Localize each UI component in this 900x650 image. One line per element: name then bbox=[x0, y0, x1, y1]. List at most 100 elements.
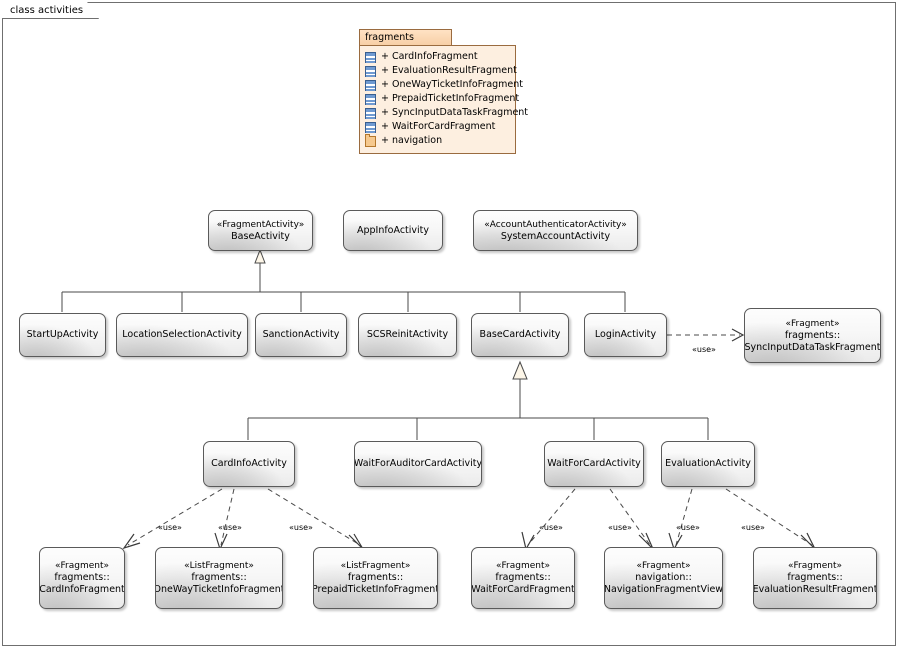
package-fragments[interactable]: fragments + CardInfoFragment + Evaluatio… bbox=[359, 29, 528, 154]
package-member[interactable]: + navigation bbox=[360, 134, 515, 148]
class-scs-reinit-activity[interactable]: SCSReinitActivity bbox=[358, 313, 457, 357]
class-icon bbox=[365, 121, 376, 133]
class-prepaid-ticket-info-fragment[interactable]: «ListFragment» fragments:: PrepaidTicket… bbox=[313, 547, 438, 609]
class-wait-for-card-activity[interactable]: WaitForCardActivity bbox=[544, 441, 644, 487]
class-name: LoginActivity bbox=[594, 329, 657, 340]
class-name: LocationSelectionActivity bbox=[122, 329, 242, 340]
class-namespace: fragments:: bbox=[787, 572, 843, 583]
use-label: «use» bbox=[741, 523, 765, 532]
class-name: EvaluationActivity bbox=[665, 458, 751, 469]
class-stereotype: «ListFragment» bbox=[340, 561, 411, 571]
class-icon bbox=[365, 107, 376, 119]
package-member-label: + PrepaidTicketInfoFragment bbox=[381, 93, 520, 104]
dependency-cardinfoactivity-prepaidticketinfofragment: «use» bbox=[267, 488, 364, 550]
class-one-way-ticket-info-fragment[interactable]: «ListFragment» fragments:: OneWayTicketI… bbox=[155, 547, 283, 609]
use-label: «use» bbox=[218, 523, 242, 532]
package-member[interactable]: + EvaluationResultFragment bbox=[360, 64, 517, 78]
use-label: «use» bbox=[158, 523, 182, 532]
package-member-label: + EvaluationResultFragment bbox=[381, 65, 517, 76]
package-name: fragments bbox=[359, 29, 452, 46]
dependency-cardinfoactivity-cardinfofragment: «use» bbox=[122, 488, 223, 550]
class-name: WaitForCardFragment bbox=[471, 584, 575, 595]
class-sync-input-data-task-fragment[interactable]: «Fragment» fragments:: SyncInputDataTask… bbox=[744, 308, 881, 363]
class-base-activity[interactable]: «FragmentActivity» BaseActivity bbox=[208, 210, 313, 251]
class-namespace: fragments:: bbox=[784, 329, 841, 341]
use-label: «use» bbox=[539, 523, 563, 532]
use-label: «use» bbox=[608, 523, 632, 532]
class-stereotype: «Fragment» bbox=[496, 561, 550, 571]
class-name: CardInfoFragment bbox=[39, 584, 125, 595]
class-name: BaseCardActivity bbox=[479, 329, 561, 340]
class-name: CardInfoActivity bbox=[211, 458, 287, 469]
class-system-account-activity[interactable]: «AccountAuthenticatorActivity» SystemAcc… bbox=[473, 210, 638, 251]
package-members: + CardInfoFragment + EvaluationResultFra… bbox=[359, 45, 528, 154]
class-wait-for-auditor-card-activity[interactable]: WaitForAuditorCardActivity bbox=[354, 441, 482, 487]
class-name: BaseActivity bbox=[231, 230, 290, 242]
class-name: NavigationFragmentView bbox=[604, 584, 723, 595]
class-stereotype: «FragmentActivity» bbox=[216, 219, 305, 230]
class-stereotype: «AccountAuthenticatorActivity» bbox=[484, 219, 627, 230]
dependency-cardinfoactivity-onewayticketinfofragment: «use» bbox=[214, 488, 242, 551]
dependency-waitforcardactivity-waitforcardfragment: «use» bbox=[521, 488, 576, 551]
package-member[interactable]: + OneWayTicketInfoFragment bbox=[360, 78, 523, 92]
dependency-waitforcardactivity-navigationfragmentview: «use» bbox=[608, 488, 654, 550]
class-login-activity[interactable]: LoginActivity bbox=[584, 313, 667, 357]
use-label: «use» bbox=[676, 523, 700, 532]
generalization-baseactivity-tree bbox=[61, 248, 626, 312]
package-member-label: + WaitForCardFragment bbox=[381, 121, 496, 132]
class-icon bbox=[365, 65, 376, 77]
dependency-evaluationactivity-evaluationresultfragment: «use» bbox=[725, 488, 816, 550]
dependency-loginactivity-syncinputdatataskfragment: «use» bbox=[667, 328, 745, 354]
class-stereotype: «Fragment» bbox=[788, 561, 842, 571]
package-member-label: + OneWayTicketInfoFragment bbox=[381, 79, 524, 90]
package-member[interactable]: + SyncInputDataTaskFragment bbox=[360, 106, 528, 120]
class-base-card-activity[interactable]: BaseCardActivity bbox=[471, 313, 569, 357]
class-name: SCSReinitActivity bbox=[366, 329, 449, 340]
package-member-label: + navigation bbox=[381, 135, 443, 146]
class-evaluation-activity[interactable]: EvaluationActivity bbox=[661, 441, 755, 487]
class-name: EvaluationResultFragment bbox=[753, 584, 877, 595]
class-name: StartUpActivity bbox=[26, 329, 99, 340]
class-name: OneWayTicketInfoFragment bbox=[155, 584, 283, 595]
class-name: WaitForCardActivity bbox=[547, 458, 641, 469]
class-namespace: fragments:: bbox=[54, 572, 110, 583]
class-name: PrepaidTicketInfoFragment bbox=[313, 584, 438, 595]
package-icon bbox=[365, 134, 376, 147]
class-sanction-activity[interactable]: SanctionActivity bbox=[255, 313, 347, 357]
class-stereotype: «Fragment» bbox=[785, 318, 840, 329]
class-evaluation-result-fragment[interactable]: «Fragment» fragments:: EvaluationResultF… bbox=[753, 547, 877, 609]
class-stereotype: «Fragment» bbox=[636, 561, 691, 571]
class-startup-activity[interactable]: StartUpActivity bbox=[19, 313, 106, 357]
package-member[interactable]: + WaitForCardFragment bbox=[360, 120, 515, 134]
generalization-basecardactivity-tree bbox=[247, 360, 709, 440]
dependency-evaluationactivity-navigationfragmentview: «use» bbox=[668, 488, 700, 551]
class-app-info-activity[interactable]: AppInfoActivity bbox=[343, 210, 443, 251]
class-card-info-activity[interactable]: CardInfoActivity bbox=[203, 441, 295, 487]
class-namespace: fragments:: bbox=[191, 572, 247, 583]
class-icon bbox=[365, 51, 376, 63]
class-name: SyncInputDataTaskFragment bbox=[744, 341, 881, 353]
class-name: SystemAccountActivity bbox=[500, 230, 611, 242]
class-icon bbox=[365, 93, 376, 105]
class-namespace: fragments:: bbox=[347, 572, 404, 583]
use-label: «use» bbox=[289, 523, 313, 532]
class-stereotype: «ListFragment» bbox=[184, 561, 254, 571]
class-icon bbox=[365, 79, 376, 91]
class-name: AppInfoActivity bbox=[356, 224, 430, 236]
package-member[interactable]: + CardInfoFragment bbox=[360, 50, 515, 64]
class-stereotype: «Fragment» bbox=[55, 561, 109, 571]
package-member-label: + CardInfoFragment bbox=[381, 51, 478, 62]
class-namespace: fragments:: bbox=[495, 572, 551, 583]
class-name: WaitForAuditorCardActivity bbox=[354, 458, 482, 469]
class-namespace: navigation:: bbox=[635, 572, 692, 583]
class-wait-for-card-fragment[interactable]: «Fragment» fragments:: WaitForCardFragme… bbox=[471, 547, 575, 609]
class-name: SanctionActivity bbox=[262, 329, 340, 340]
package-member[interactable]: + PrepaidTicketInfoFragment bbox=[360, 92, 519, 106]
use-label: «use» bbox=[692, 345, 716, 354]
class-location-selection-activity[interactable]: LocationSelectionActivity bbox=[116, 313, 248, 357]
class-navigation-fragment-view[interactable]: «Fragment» navigation:: NavigationFragme… bbox=[604, 547, 723, 609]
class-card-info-fragment[interactable]: «Fragment» fragments:: CardInfoFragment bbox=[39, 547, 125, 609]
